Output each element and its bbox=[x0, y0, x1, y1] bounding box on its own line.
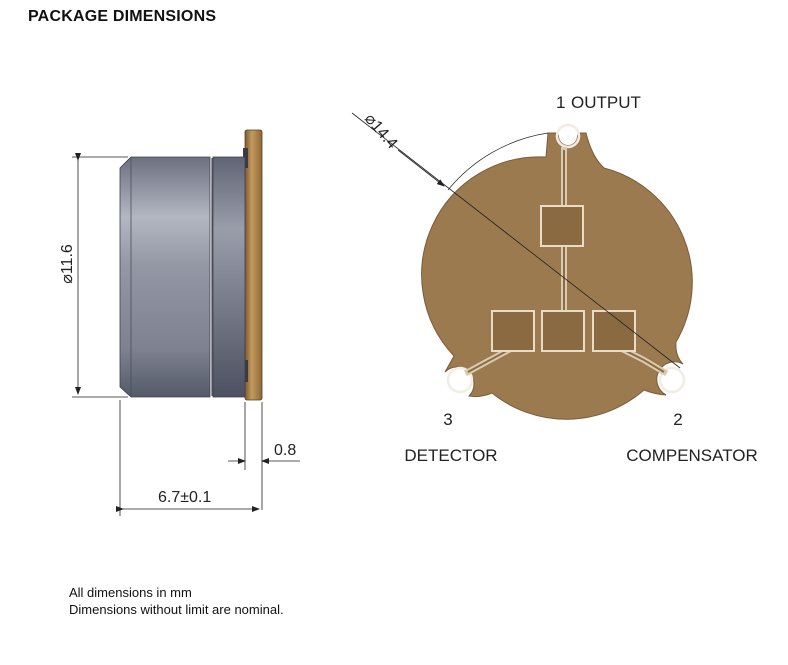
flange bbox=[243, 129, 263, 401]
diameter-dimension: ⌀11.6 bbox=[59, 153, 128, 398]
pin2-number: 2 bbox=[673, 410, 682, 429]
dimension-notes: All dimensions in mm Dimensions without … bbox=[69, 584, 284, 618]
pad-detector bbox=[491, 310, 535, 352]
length-label: 6.7±0.1 bbox=[158, 489, 211, 506]
page-title: PACKAGE DIMENSIONS bbox=[28, 8, 217, 25]
pin3-number: 3 bbox=[443, 410, 452, 429]
pad-compensator bbox=[592, 310, 636, 352]
pin2-name: COMPENSATOR bbox=[626, 446, 758, 465]
top-view: ⌀14.4 bbox=[351, 110, 693, 420]
pin3-name: DETECTOR bbox=[404, 446, 497, 465]
pads bbox=[491, 205, 636, 352]
top-diameter-label: ⌀14.4 bbox=[361, 110, 401, 152]
pin1-name: OUTPUT bbox=[571, 93, 641, 112]
note-units: All dimensions in mm bbox=[69, 585, 192, 600]
pad-upper bbox=[540, 205, 584, 247]
back-ring bbox=[212, 156, 246, 398]
note-tolerance: Dimensions without limit are nominal. bbox=[69, 602, 284, 617]
pin-labels: 1 OUTPUT 2 COMPENSATOR 3 DETECTOR bbox=[404, 93, 757, 465]
can-body bbox=[119, 156, 211, 398]
flange-thickness-label: 0.8 bbox=[274, 442, 296, 459]
pad-center bbox=[541, 310, 585, 352]
side-diameter-label: ⌀11.6 bbox=[59, 244, 76, 284]
flange-thickness-dimension: 0.8 bbox=[228, 402, 300, 510]
side-view: ⌀11.6 0.8 6.7±0.1 bbox=[59, 129, 300, 516]
length-dimension: 6.7±0.1 bbox=[116, 400, 260, 516]
pin1-number: 1 bbox=[556, 93, 565, 112]
